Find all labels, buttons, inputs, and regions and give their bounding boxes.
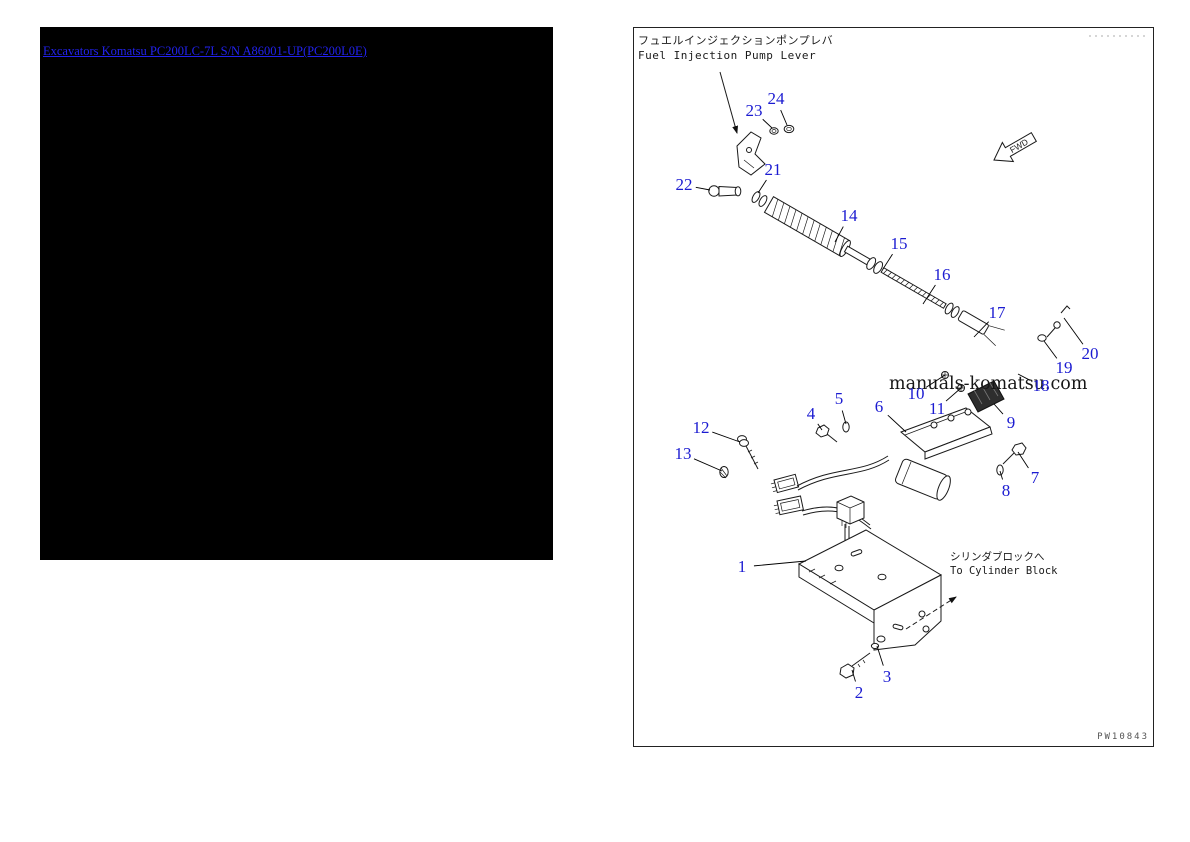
callout-3[interactable]: 3 — [882, 667, 892, 686]
callout-12[interactable]: 12 — [692, 418, 710, 437]
callout-20[interactable]: 20 — [1081, 344, 1099, 363]
bolt-7-8 — [996, 442, 1027, 476]
wiring-harness — [770, 455, 890, 560]
pump-lever — [736, 124, 795, 176]
cylinder-block-arrow — [905, 596, 957, 630]
joint-block — [967, 380, 1005, 413]
cylinder-block-label: シリンダブロックへ To Cylinder Block — [950, 550, 1057, 578]
callout-14[interactable]: 14 — [840, 206, 858, 225]
small-bolts — [941, 371, 965, 392]
ball-joint — [708, 185, 742, 197]
end-hardware — [1037, 305, 1071, 342]
callout-7[interactable]: 7 — [1030, 468, 1040, 487]
callout-1[interactable]: 1 — [737, 557, 747, 576]
callout-17[interactable]: 17 — [988, 303, 1006, 322]
callout-11[interactable]: 11 — [928, 399, 946, 418]
lever-bracket — [900, 407, 993, 460]
callout-24[interactable]: 24 — [767, 89, 785, 108]
left-black-panel — [40, 27, 553, 560]
catalog-link[interactable]: Excavators Komatsu PC200LC-7L S/N A86001… — [43, 44, 367, 58]
cylinder-block-label-en: To Cylinder Block — [950, 565, 1058, 577]
callout-10[interactable]: 10 — [907, 384, 925, 403]
mounting-bracket — [797, 529, 943, 651]
callout-5[interactable]: 5 — [834, 389, 844, 408]
callout-23[interactable]: 23 — [745, 101, 763, 120]
part-label-jp: フュエルインジェクションポンプレバ — [638, 34, 834, 47]
callout-15[interactable]: 15 — [890, 234, 908, 253]
callout-4[interactable]: 4 — [806, 404, 816, 423]
drawing-code: PW10843 — [1097, 732, 1149, 742]
callout-16[interactable]: 16 — [933, 265, 951, 284]
callout-6[interactable]: 6 — [874, 397, 884, 416]
callout-8[interactable]: 8 — [1001, 481, 1011, 500]
callout-13[interactable]: 13 — [674, 444, 692, 463]
callout-21[interactable]: 21 — [764, 160, 782, 179]
bolt-12-13 — [719, 435, 759, 479]
rod-assembly — [751, 191, 1005, 347]
label-arrow — [719, 71, 739, 134]
part-label-block: フュエルインジェクションポンプレバ Fuel Injection Pump Le… — [638, 33, 833, 63]
callout-18[interactable]: 18 — [1032, 376, 1050, 395]
callout-2[interactable]: 2 — [854, 683, 864, 702]
cylinder-body — [894, 458, 951, 501]
callout-leader-lines — [693, 109, 1084, 682]
cylinder-block-label-jp: シリンダブロックへ — [950, 551, 1045, 563]
callout-9[interactable]: 9 — [1006, 413, 1016, 432]
part-label-en: Fuel Injection Pump Lever — [638, 49, 817, 62]
parts-drawing: FWD — [708, 35, 1146, 679]
callout-19[interactable]: 19 — [1055, 358, 1073, 377]
bolt-4-5 — [815, 421, 850, 443]
parts-diagram-frame: FWD フュエルインジェクションポンプレバ Fuel Injection Pum… — [633, 27, 1154, 747]
callout-22[interactable]: 22 — [675, 175, 693, 194]
bolt-2-3 — [839, 635, 886, 679]
